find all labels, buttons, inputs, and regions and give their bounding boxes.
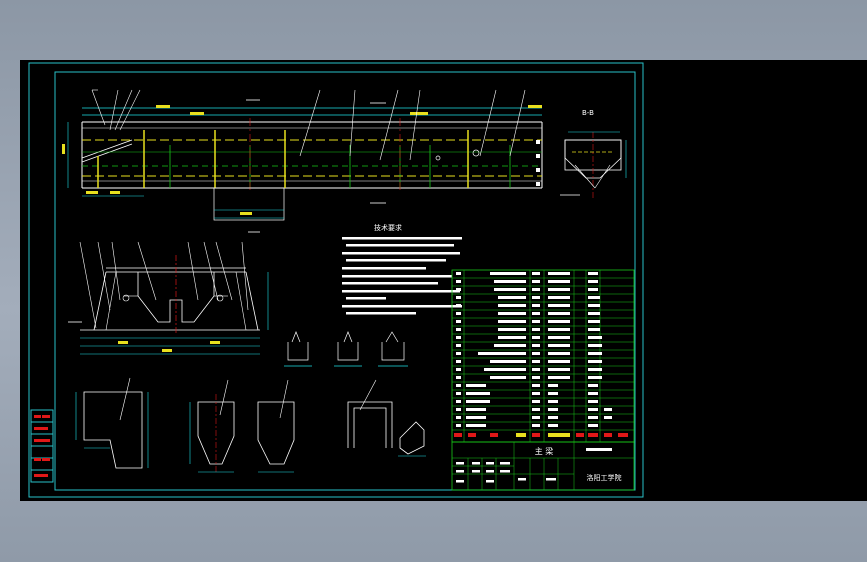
cad-drawing: B-B (28, 62, 644, 498)
girder-cross-section (68, 231, 269, 355)
binding-margin-stamps (30, 409, 54, 483)
outer-frame (28, 62, 644, 498)
cad-viewport: B-B (20, 60, 867, 501)
section-label: B-B (582, 109, 594, 117)
section-b-b: B-B (560, 109, 627, 200)
technical-notes: 技术要求 (342, 223, 462, 315)
detail-views (284, 331, 408, 367)
title-block: 主 梁 洛阳工学院 (451, 441, 635, 491)
inner-frame (54, 71, 636, 491)
part-name: 主 梁 (535, 446, 554, 456)
girder-elevation (62, 89, 543, 221)
notes-title: 技术要求 (374, 223, 402, 232)
school-name: 洛阳工学院 (587, 473, 622, 482)
parts-list-table (451, 269, 635, 443)
part-views (75, 377, 426, 473)
